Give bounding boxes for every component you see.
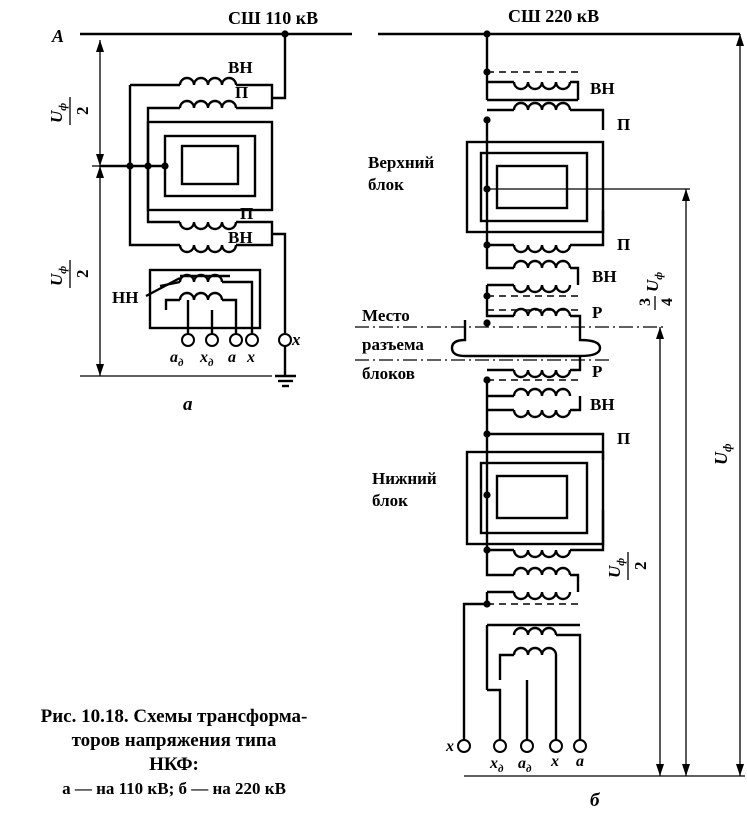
left-term-x: x <box>246 349 255 366</box>
left-vn-top-label: ВН <box>228 58 253 77</box>
right-p1-label: П <box>617 115 630 134</box>
svg-text:Uф: Uф <box>47 103 69 123</box>
joint-line1: Место <box>362 306 410 325</box>
right-dim-half: Uф 2 <box>605 552 650 580</box>
scheme-b: СШ 220 кВ ВН П Верхний блок П ВН <box>355 6 745 811</box>
right-term-ad: aд <box>518 755 532 775</box>
right-dim-34: 3 4 Uф <box>637 272 676 310</box>
svg-text:3: 3 <box>637 298 654 306</box>
right-sublabel: б <box>590 790 601 811</box>
svg-text:2: 2 <box>73 270 92 279</box>
caption-line3: НКФ: <box>149 754 199 775</box>
joint-line2: разъема <box>362 335 424 354</box>
left-vn-bottom-label: ВН <box>228 228 253 247</box>
left-p-bottom-label: П <box>240 204 253 223</box>
left-dim-bottom: Uф 2 <box>47 260 92 288</box>
right-r2-label: Р <box>592 362 602 381</box>
right-term-x: x <box>550 753 559 770</box>
caption-line4: а — на 110 кВ; б — на 220 кВ <box>62 779 286 798</box>
svg-text:Uф: Uф <box>643 272 665 292</box>
bus-220-label: СШ 220 кВ <box>508 6 599 26</box>
svg-text:2: 2 <box>73 107 92 116</box>
upper-block-line2: блок <box>368 175 404 194</box>
right-vn2-label: ВН <box>592 267 617 286</box>
right-p3-label: П <box>617 429 630 448</box>
lower-block-line1: Нижний <box>372 469 437 488</box>
left-term-a: a <box>228 349 236 366</box>
lower-block-line2: блок <box>372 491 408 510</box>
left-dim-top: Uф 2 <box>47 97 92 125</box>
svg-text:2: 2 <box>631 562 650 571</box>
figure-caption: Рис. 10.18. Схемы трансформа- торов напр… <box>4 705 344 801</box>
right-term-x-left: x <box>445 738 454 755</box>
right-term-xd: xд <box>489 755 504 775</box>
svg-text:Uф: Uф <box>605 558 627 578</box>
right-vn3-label: ВН <box>590 395 615 414</box>
left-x-terminal-label: x <box>291 330 301 349</box>
right-dim-full: Uф <box>711 443 734 465</box>
caption-line1: Рис. 10.18. Схемы трансформа- <box>40 706 308 727</box>
left-p-top-label: П <box>235 83 248 102</box>
right-term-a: a <box>576 753 584 770</box>
right-p2-label: П <box>617 235 630 254</box>
left-term-xd: xд <box>199 349 214 369</box>
left-term-ad: aд <box>170 349 184 369</box>
right-vn1-label: ВН <box>590 79 615 98</box>
svg-text:Uф: Uф <box>711 443 734 465</box>
node-a-label: A <box>51 26 64 46</box>
left-nn-label: НН <box>112 288 138 307</box>
scheme-a: СШ 110 кВ A ВН П П ВН <box>47 8 352 415</box>
left-sublabel: а <box>183 394 193 415</box>
upper-block-line1: Верхний <box>368 153 434 172</box>
bus-110-label: СШ 110 кВ <box>228 8 318 28</box>
joint-line3: блоков <box>362 364 415 383</box>
svg-text:4: 4 <box>659 298 676 306</box>
caption-line2: торов напряжения типа <box>71 730 277 751</box>
right-r1-label: Р <box>592 303 602 322</box>
svg-text:Uф: Uф <box>47 266 69 286</box>
